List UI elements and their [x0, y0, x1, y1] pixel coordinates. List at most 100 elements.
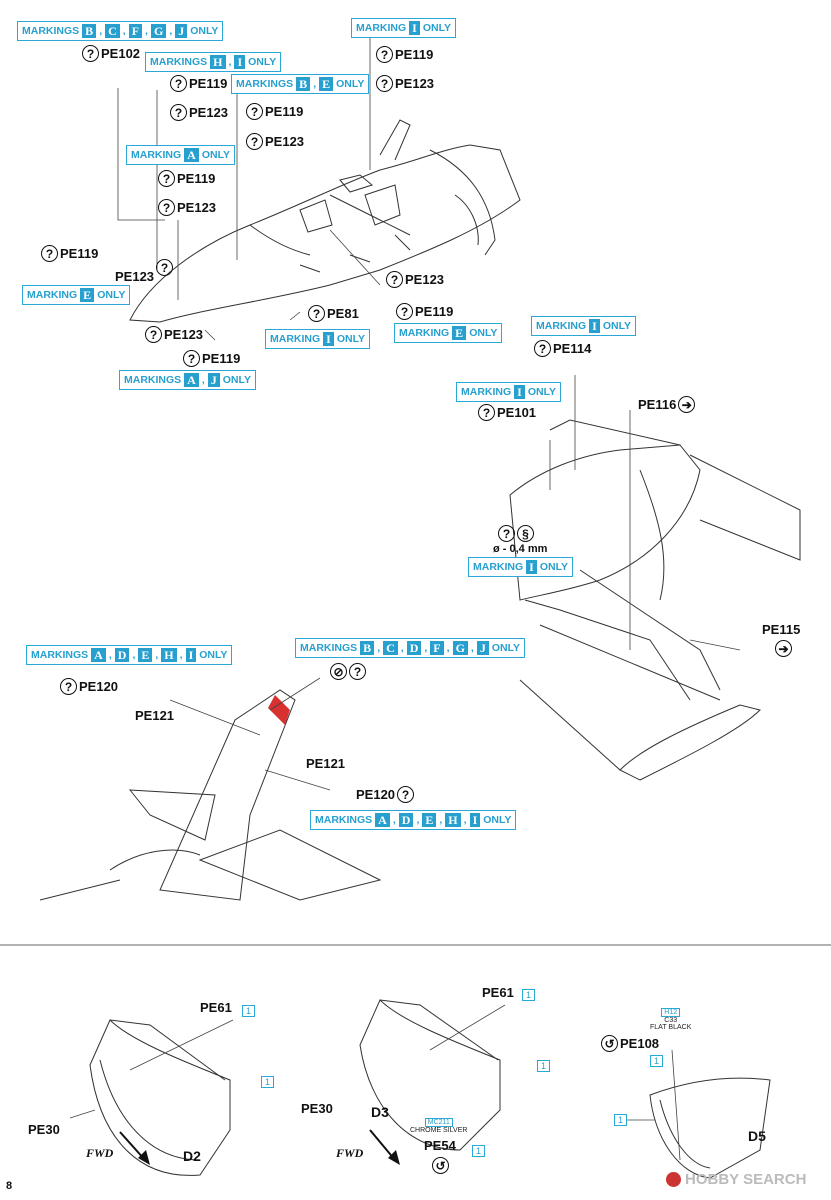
marking-letter: I: [526, 560, 537, 574]
paint-name: CHROME SILVER: [410, 1127, 468, 1134]
part-id: PE123: [189, 105, 229, 120]
paint-code: C33: [664, 1017, 678, 1024]
optional-icon: ?: [82, 45, 99, 62]
marking-suffix: ONLY: [222, 374, 251, 386]
part-label: PE121: [306, 756, 345, 771]
watermark-text: HOBBY SEARCH: [685, 1171, 807, 1188]
part-label: PE123?: [115, 251, 174, 284]
marking-letter: E: [319, 77, 334, 91]
part-label: ?PE123: [158, 199, 216, 216]
part-id: PE119: [202, 351, 241, 366]
wire-icon: §: [517, 525, 534, 542]
optional-icon: ?: [396, 303, 413, 320]
bend-icon-circle: ↺: [432, 1157, 449, 1174]
marking-letter: I: [234, 55, 246, 69]
marking-suffix: ONLY: [248, 56, 277, 68]
marking-letter: E: [80, 288, 95, 302]
marking-prefix: MARKINGS: [124, 374, 182, 386]
forward-fuselage: [129, 144, 521, 323]
marking-letter: C: [383, 641, 398, 655]
marking-letter: I: [185, 648, 197, 662]
part-label: ?PE119: [396, 303, 453, 320]
step-number: 1: [650, 1055, 664, 1067]
part-label: ?PE119: [246, 103, 303, 120]
marking-letter: J: [175, 24, 188, 38]
marking-suffix: ONLY: [422, 22, 452, 34]
part-id: PE101: [497, 405, 537, 420]
marking-letter: G: [150, 24, 167, 38]
part-label: ?PE114: [534, 340, 591, 357]
part-label: PE121: [135, 708, 174, 723]
marking-letter: J: [476, 641, 489, 655]
marking-prefix: MARKING: [473, 561, 524, 573]
intake-d2: [89, 1019, 231, 1176]
optional-icon: ?: [41, 245, 58, 262]
marking-suffix: ONLY: [483, 814, 512, 826]
part-label: PE30: [28, 1122, 60, 1137]
part-label: ?PE81: [308, 305, 359, 322]
part-id: PE119: [60, 246, 99, 261]
marking-prefix: MARKING: [270, 333, 321, 345]
part-name: D2: [183, 1148, 201, 1164]
part-id: PE119: [189, 76, 228, 91]
arrow-icon-circle: ➔: [775, 640, 792, 657]
part-label: PE61: [200, 1000, 232, 1015]
step-number: 1: [614, 1114, 628, 1126]
part-id: PE123: [395, 76, 435, 91]
marking-suffix: ONLY: [336, 333, 366, 345]
optional-icon: ?: [308, 305, 325, 322]
optional-icon: ?: [170, 75, 187, 92]
part-id: PE30: [301, 1101, 333, 1116]
part-id: PE119: [415, 304, 454, 319]
optional-icon: ?: [145, 326, 162, 343]
optional-icon: ?: [183, 350, 200, 367]
rear-fuselage: [509, 444, 701, 601]
marking-letter: H: [445, 813, 461, 827]
part-id: PE121: [135, 708, 175, 723]
marking-letter: B: [296, 77, 311, 91]
part-id: PE123: [265, 134, 305, 149]
optional-icon: ?: [376, 46, 393, 63]
intake-d3: [359, 999, 501, 1151]
part-label: ?PE119: [158, 170, 215, 187]
part-id: PE30: [28, 1122, 60, 1137]
marking-prefix: MARKING: [536, 320, 587, 332]
marking-prefix: MARKINGS: [31, 649, 89, 661]
marking-letter: E: [138, 648, 153, 662]
optional-icon: ?: [349, 663, 366, 680]
part-label: PE116➔: [638, 396, 696, 413]
part-label: PE30: [301, 1101, 333, 1116]
arrow-icon: ➔: [678, 396, 696, 413]
part-label: ?PE102: [82, 45, 140, 62]
marking-prefix: MARKINGS: [22, 25, 80, 37]
marking-suffix: ONLY: [190, 25, 219, 37]
part-label: ⊘?: [330, 663, 366, 680]
part-id: PE120: [79, 679, 119, 694]
marking-letter: A: [184, 373, 199, 387]
part-label: ?PE120: [60, 678, 118, 695]
step-number: 1: [242, 1005, 256, 1017]
wire-spec: ø - 0,4 mm: [493, 543, 548, 555]
marking-letter: I: [589, 319, 600, 333]
paint-code: MC211: [424, 1118, 453, 1127]
marking-letter: D: [114, 648, 130, 662]
optional-icon: ?: [246, 133, 263, 150]
part-name: D3: [371, 1104, 389, 1120]
marking-letter: I: [323, 332, 334, 346]
fwd-label: FWD: [336, 1146, 364, 1160]
marking-letter: B: [82, 24, 97, 38]
part-label: ?PE123: [246, 133, 304, 150]
part-label: ?PE119: [376, 46, 433, 63]
part-id: PE102: [101, 46, 141, 61]
optional-icon: ?: [386, 271, 403, 288]
